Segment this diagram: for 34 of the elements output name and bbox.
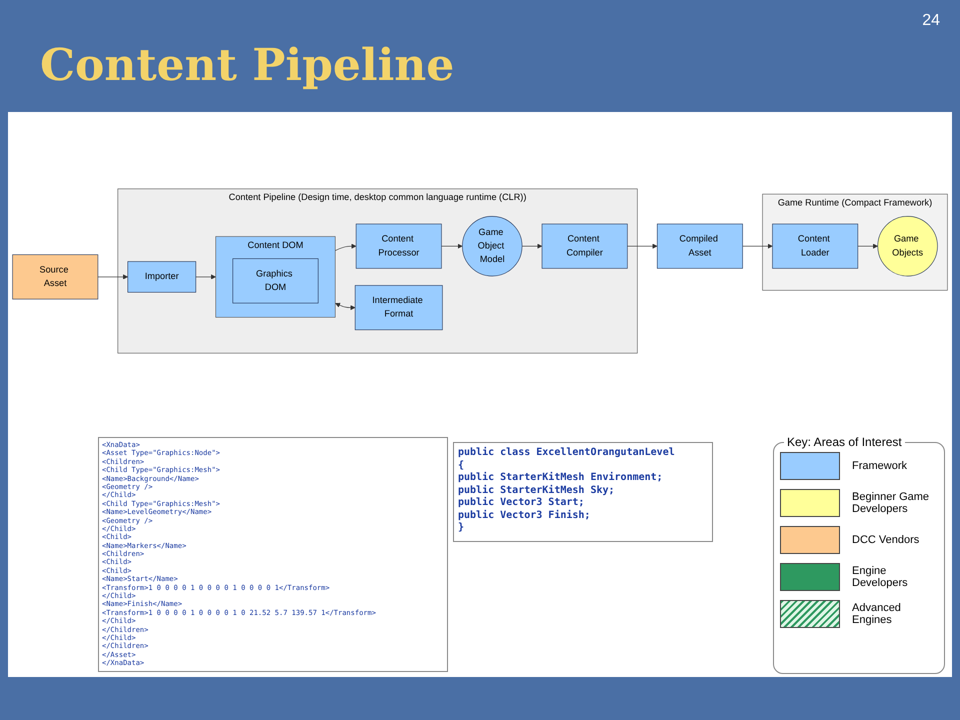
- code-line: {: [458, 460, 466, 472]
- node-box: Content Loader: [772, 224, 858, 269]
- legend-label: Beginner Game Developers: [852, 491, 930, 515]
- legend-label: Engine Developers: [852, 565, 909, 589]
- code-line: }: [458, 522, 466, 534]
- arrow: [196, 274, 216, 280]
- slide-title: Content Pipeline: [40, 40, 454, 91]
- legend-label: DCC Vendors: [852, 534, 920, 546]
- arrow: [334, 244, 356, 251]
- node-box: Compiled Asset: [656, 224, 743, 269]
- node-box: Graphics DOM: [232, 258, 318, 304]
- code-line: public StarterKitMesh Environment;: [458, 472, 664, 484]
- arrow: [98, 274, 128, 280]
- node-circle: Game Object Model: [462, 216, 522, 276]
- node-box: Intermediate Format: [354, 285, 443, 330]
- arrow: [522, 244, 542, 249]
- code-line: public Vector3 Start;: [458, 497, 586, 510]
- node-box: Content Compiler: [542, 224, 628, 269]
- node-box: Source Asset: [12, 254, 98, 300]
- node-box: Content Processor: [356, 224, 442, 269]
- arrow: [441, 244, 463, 249]
- legend-label: Advanced Engines: [852, 602, 902, 626]
- legend-label: Framework: [852, 460, 908, 472]
- arrow: [858, 244, 878, 249]
- node-circle: Game Objects: [877, 216, 938, 276]
- arrow: [627, 244, 658, 249]
- code-line: public class ExcellentOrangutanLevel: [458, 447, 676, 460]
- code-line: public Vector3 Finish;: [458, 510, 592, 522]
- arrow: [335, 302, 356, 310]
- node-box: Importer: [128, 261, 196, 293]
- legend-title: Key: Areas of Interest: [784, 435, 905, 449]
- arrow: [742, 244, 773, 249]
- page-number: 24: [922, 12, 940, 30]
- code-line: public StarterKitMesh Sky;: [458, 484, 616, 496]
